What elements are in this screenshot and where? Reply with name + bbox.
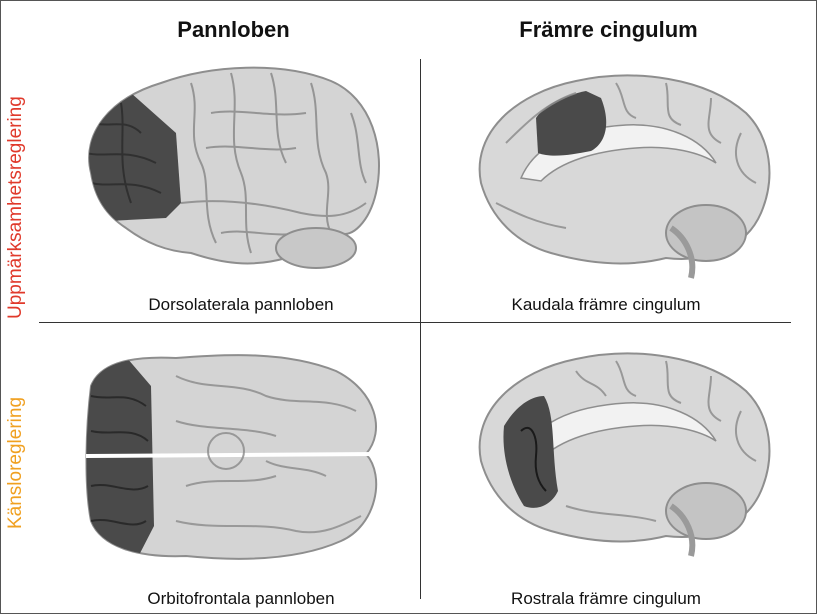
- caption-caudal-acc: Kaudala främre cingulum: [441, 295, 771, 315]
- column-header-framre-cingulum: Främre cingulum: [456, 17, 761, 43]
- vertical-divider: [420, 59, 421, 599]
- ventral-brain-image: [76, 336, 396, 576]
- row-header-attention: Uppmärksamhetsreglering: [5, 96, 27, 319]
- horizontal-divider: [39, 322, 791, 323]
- medial-brain-image-caudal: [466, 63, 781, 288]
- lateral-brain-image: [71, 53, 391, 288]
- caption-orbitofrontal: Orbitofrontala pannloben: [96, 589, 386, 609]
- caption-dorsolateral: Dorsolaterala pannloben: [96, 295, 386, 315]
- row-header-emotion: Känsloreglering: [5, 397, 27, 529]
- medial-brain-image-rostral: [466, 341, 781, 566]
- column-header-pannloben: Pannloben: [101, 17, 366, 43]
- caption-rostral-acc: Rostrala främre cingulum: [441, 589, 771, 609]
